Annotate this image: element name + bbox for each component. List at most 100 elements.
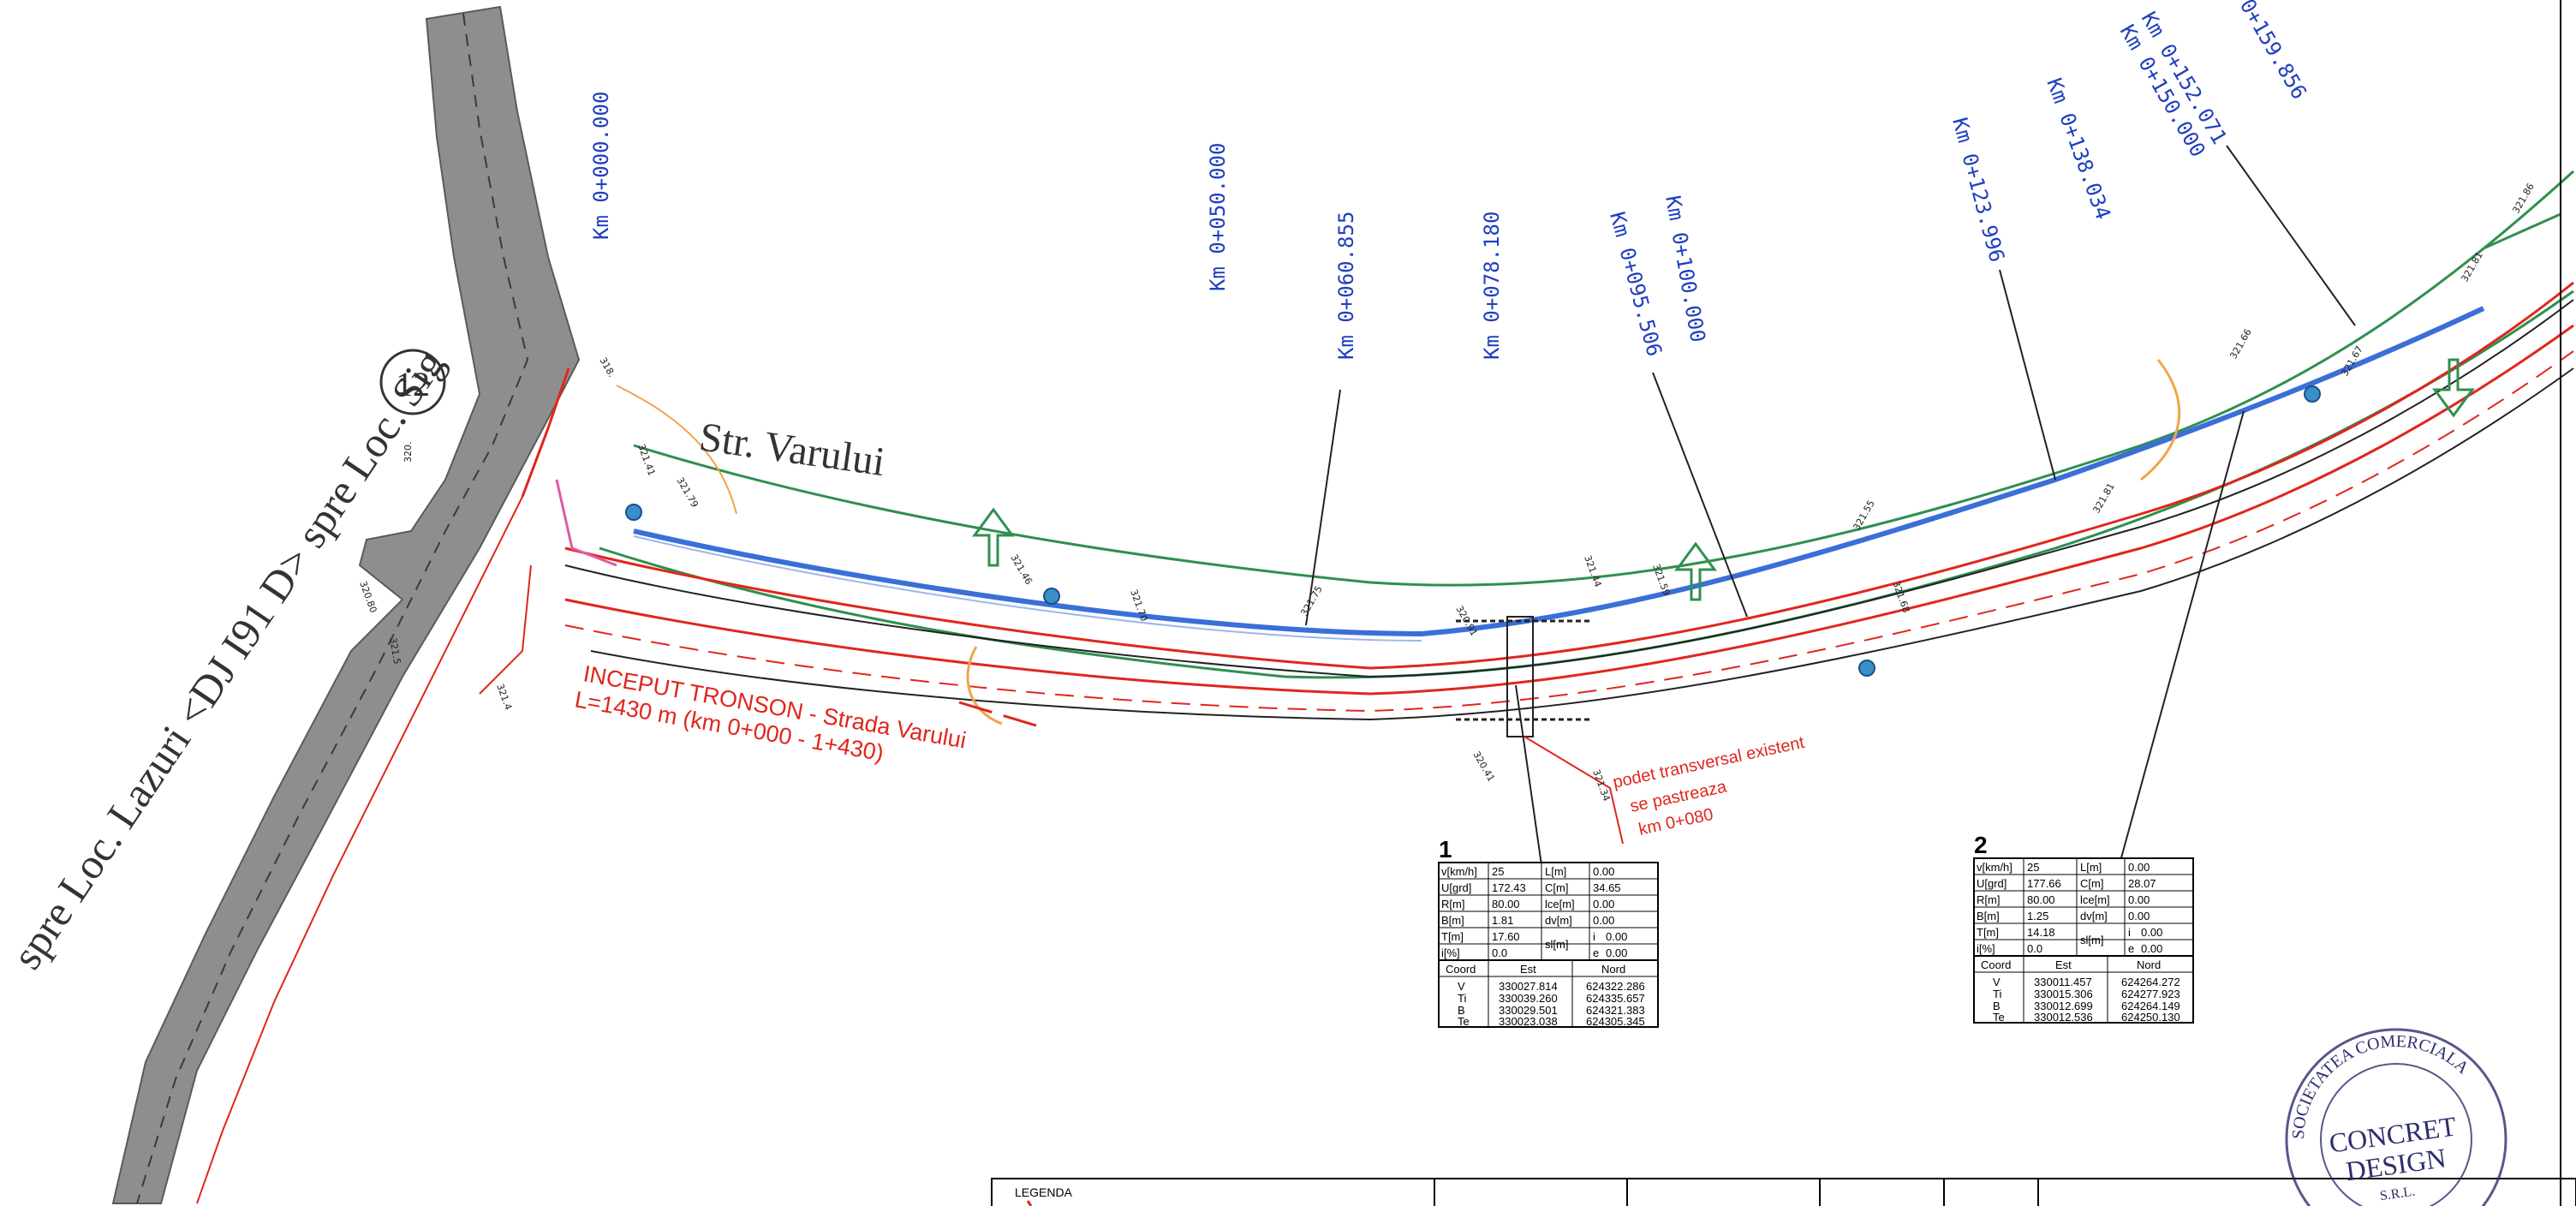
svg-text:330027.814: 330027.814 bbox=[1499, 980, 1558, 993]
km-marker: Km 0+123.996 bbox=[1947, 115, 2009, 265]
km-marker: Km 0+078.180 bbox=[1480, 212, 1504, 360]
svg-text:Nord: Nord bbox=[2137, 958, 2161, 971]
culvert-note: podet transversal existent se pastreaza … bbox=[1611, 733, 1806, 839]
svg-text:80.00: 80.00 bbox=[2027, 893, 2055, 906]
arrow-up-icon bbox=[972, 507, 1015, 567]
svg-text:Coord: Coord bbox=[1446, 963, 1476, 976]
curve-table-2: 2 v[km/h] 25 L[m] 0.00 U[grd] 177.66 C[m… bbox=[1973, 832, 2194, 1024]
svg-text:624335.657: 624335.657 bbox=[1586, 992, 1645, 1005]
svg-text:0.00: 0.00 bbox=[1606, 930, 1627, 943]
svg-text:B[m]: B[m] bbox=[1441, 914, 1464, 927]
km-marker: Km 0+100.000 bbox=[1661, 194, 1710, 344]
svg-text:624321.383: 624321.383 bbox=[1586, 1004, 1645, 1017]
svg-text:321.46: 321.46 bbox=[1008, 552, 1035, 587]
manhole bbox=[625, 504, 642, 521]
svg-text:dv[m]: dv[m] bbox=[2080, 910, 2108, 922]
svg-text:Coord: Coord bbox=[1981, 958, 2011, 971]
culvert-symbol bbox=[1456, 616, 1624, 845]
svg-text:i: i bbox=[1593, 930, 1595, 943]
svg-text:25: 25 bbox=[1492, 865, 1504, 878]
km-markers: Km 0+000.000 Km 0+050.000 Km 0+060.855 K… bbox=[589, 0, 2311, 360]
km-marker: Km 0+050.000 bbox=[1206, 143, 1230, 291]
main-road bbox=[111, 5, 581, 1204]
svg-text:320.80: 320.80 bbox=[357, 580, 379, 615]
svg-text:1.25: 1.25 bbox=[2027, 910, 2048, 922]
svg-text:321.81: 321.81 bbox=[2090, 481, 2117, 516]
svg-text:U[grd]: U[grd] bbox=[1977, 877, 2007, 890]
svg-text:B[m]: B[m] bbox=[1977, 910, 2000, 922]
svg-text:172.43: 172.43 bbox=[1492, 881, 1526, 894]
svg-text:1.81: 1.81 bbox=[1492, 914, 1513, 927]
svg-text:sl[m]: sl[m] bbox=[1545, 938, 1568, 951]
svg-text:T[m]: T[m] bbox=[1977, 926, 1999, 939]
svg-text:624305.345: 624305.345 bbox=[1586, 1015, 1645, 1028]
curve-table-1: 1 v[km/h] 25 L[m] 0.00 U[grd] 172.43 C[m… bbox=[1438, 836, 1659, 1028]
svg-text:80.00: 80.00 bbox=[1492, 898, 1520, 910]
svg-text:2: 2 bbox=[1974, 832, 1988, 858]
km-marker: Km 0+060.855 bbox=[1334, 212, 1358, 360]
svg-text:321.44: 321.44 bbox=[1582, 554, 1603, 589]
manhole bbox=[1858, 660, 1875, 677]
svg-text:Est: Est bbox=[1520, 963, 1536, 976]
svg-text:0.00: 0.00 bbox=[1593, 898, 1614, 910]
svg-text:T[m]: T[m] bbox=[1441, 930, 1464, 943]
svg-text:624264.272: 624264.272 bbox=[2121, 976, 2180, 988]
svg-text:321.5: 321.5 bbox=[387, 636, 402, 665]
manholes bbox=[625, 385, 2321, 677]
svg-text:Ti: Ti bbox=[1458, 992, 1466, 1005]
svg-text:sl[m]: sl[m] bbox=[2080, 934, 2103, 946]
svg-text:0.00: 0.00 bbox=[2128, 861, 2150, 874]
km-marker: Km 0+095.506 bbox=[1605, 209, 1667, 359]
svg-text:L[m]: L[m] bbox=[2080, 861, 2102, 874]
svg-text:330015.306: 330015.306 bbox=[2034, 988, 2093, 1000]
svg-text:25: 25 bbox=[2027, 861, 2039, 874]
svg-text:0.00: 0.00 bbox=[2128, 893, 2150, 906]
svg-text:Est: Est bbox=[2055, 958, 2072, 971]
flow-arrows bbox=[972, 358, 2475, 601]
svg-text:e: e bbox=[2128, 942, 2134, 955]
svg-text:C[m]: C[m] bbox=[1545, 881, 1568, 894]
svg-text:S.R.L.: S.R.L. bbox=[2379, 1185, 2416, 1204]
svg-text:624277.923: 624277.923 bbox=[2121, 988, 2180, 1000]
svg-text:624264.149: 624264.149 bbox=[2121, 1000, 2180, 1012]
svg-text:0.00: 0.00 bbox=[1593, 914, 1614, 927]
legend-title: LEGENDA bbox=[1015, 1185, 1073, 1199]
svg-text:330029.501: 330029.501 bbox=[1499, 1004, 1558, 1017]
svg-text:0.0: 0.0 bbox=[1492, 946, 1507, 959]
svg-text:0.00: 0.00 bbox=[2141, 942, 2162, 955]
manhole bbox=[2304, 385, 2321, 403]
svg-text:330012.536: 330012.536 bbox=[2034, 1011, 2093, 1024]
svg-text:330011.457: 330011.457 bbox=[2034, 976, 2092, 988]
svg-text:321.86: 321.86 bbox=[2510, 182, 2537, 216]
svg-text:L[m]: L[m] bbox=[1545, 865, 1566, 878]
svg-text:318.: 318. bbox=[597, 355, 617, 379]
svg-text:v[km/h]: v[km/h] bbox=[1441, 865, 1477, 878]
svg-text:330012.699: 330012.699 bbox=[2034, 1000, 2093, 1012]
svg-text:321.68: 321.68 bbox=[1890, 580, 1911, 615]
svg-text:321.41: 321.41 bbox=[635, 443, 657, 478]
svg-text:17.60: 17.60 bbox=[1492, 930, 1520, 943]
svg-text:624250.130: 624250.130 bbox=[2121, 1011, 2180, 1024]
svg-text:28.07: 28.07 bbox=[2128, 877, 2156, 890]
svg-text:320.: 320. bbox=[402, 442, 414, 463]
svg-text:lce[m]: lce[m] bbox=[1545, 898, 1575, 910]
svg-text:330023.038: 330023.038 bbox=[1499, 1015, 1558, 1028]
svg-text:321.81: 321.81 bbox=[2459, 250, 2485, 284]
svg-text:B: B bbox=[1993, 1000, 2001, 1012]
legend-title-block: LEGENDA bbox=[991, 1178, 2576, 1206]
svg-text:Ti: Ti bbox=[1993, 988, 2001, 1000]
svg-text:321.66: 321.66 bbox=[2227, 327, 2254, 361]
road-number-badge: 12 bbox=[379, 349, 446, 415]
svg-text:V: V bbox=[1458, 980, 1465, 993]
svg-text:321.79: 321.79 bbox=[674, 475, 701, 510]
svg-text:V: V bbox=[1993, 976, 2001, 988]
svg-text:lce[m]: lce[m] bbox=[2080, 893, 2110, 906]
start-section-note: INCEPUT TRONSON - Strada Varului L=1430 … bbox=[573, 660, 968, 766]
km-marker: 0+159.856 bbox=[2235, 0, 2311, 104]
svg-text:14.18: 14.18 bbox=[2027, 926, 2055, 939]
svg-text:34.65: 34.65 bbox=[1593, 881, 1621, 894]
street-corridor bbox=[479, 170, 2575, 730]
svg-text:321.4: 321.4 bbox=[494, 683, 514, 712]
km-marker: Km 0+138.034 bbox=[2042, 75, 2115, 223]
